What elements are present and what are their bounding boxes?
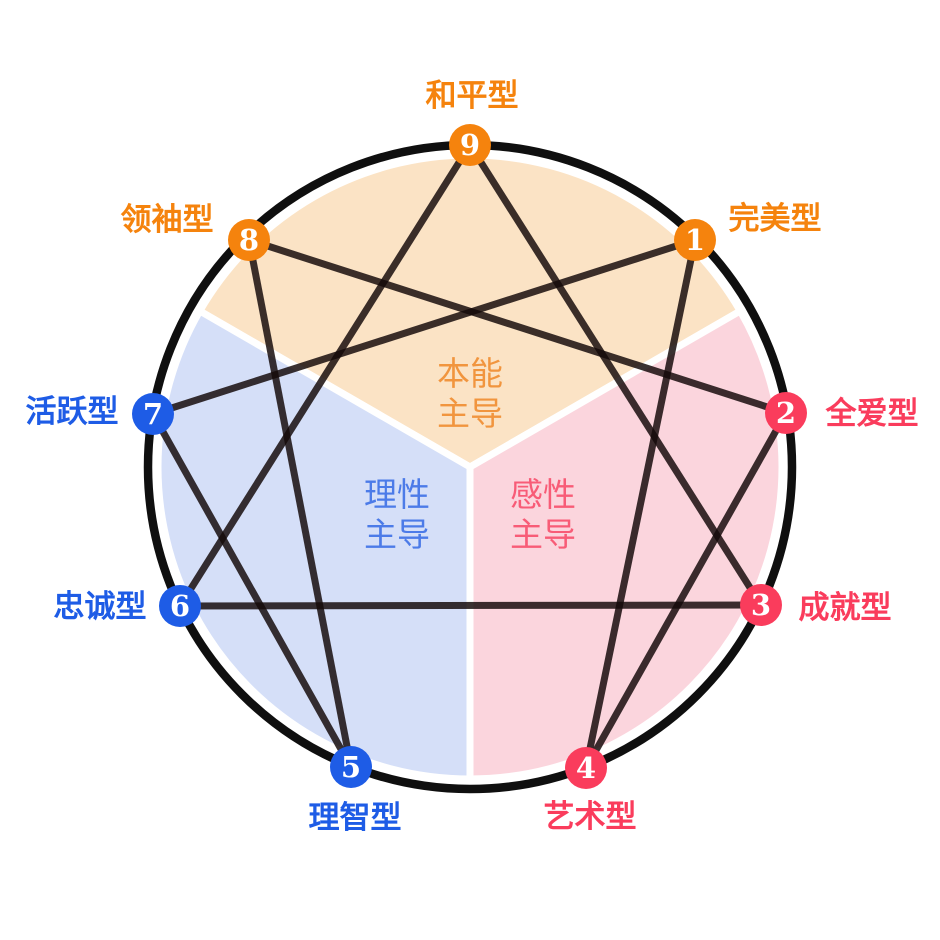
node-2: 2	[765, 392, 807, 434]
node-5-circle	[330, 746, 372, 788]
sector-instinct-label-line2: 主导	[437, 395, 503, 432]
node-2-circle	[765, 392, 807, 434]
sector-rational-label-line2: 主导	[364, 516, 430, 553]
node-4-circle	[565, 747, 607, 789]
enneagram-lines	[149, 143, 790, 770]
node-9-circle	[449, 124, 491, 166]
label-type-2: 全爱型	[825, 396, 919, 431]
node-9-number: 9	[460, 128, 480, 162]
node-6: 6	[159, 585, 201, 627]
node-6-circle	[159, 585, 201, 627]
line-4-2	[582, 411, 790, 770]
node-1-number: 1	[685, 223, 705, 257]
node-8-circle	[228, 219, 270, 261]
node-4: 4	[565, 747, 607, 789]
label-type-3: 成就型	[799, 590, 892, 625]
line-9-3	[467, 143, 764, 607]
node-7: 7	[132, 393, 174, 435]
label-type-7: 活跃型	[26, 394, 119, 429]
label-type-9: 和平型	[426, 78, 519, 113]
node-1-circle	[674, 219, 716, 261]
label-type-5: 理智型	[309, 800, 402, 835]
sector-emotion-wedge	[466, 307, 786, 783]
line-7-1	[151, 236, 697, 418]
node-8-number: 8	[239, 223, 259, 257]
line-5-7	[149, 412, 355, 769]
node-5-number: 5	[341, 750, 361, 784]
sector-emotion-label-line1: 感性	[510, 476, 576, 513]
node-7-number: 7	[143, 397, 163, 431]
sector-wedges	[154, 151, 786, 783]
node-2-number: 2	[776, 396, 796, 430]
label-type-4: 艺术型	[544, 799, 637, 834]
node-3-number: 3	[751, 588, 771, 622]
sector-rational-wedge	[154, 307, 474, 783]
label-type-1: 完美型	[729, 201, 822, 236]
label-type-8: 领袖型	[121, 202, 214, 237]
node-4-number: 4	[576, 751, 596, 785]
node-3-circle	[740, 584, 782, 626]
nodes: 9 1 2 3 4 5 6	[132, 124, 807, 789]
line-8-5	[245, 239, 355, 768]
sector-instinct-label-line1: 本能	[437, 355, 503, 392]
node-5: 5	[330, 746, 372, 788]
node-8: 8	[228, 219, 270, 261]
line-3-6	[179, 601, 762, 610]
sector-labels: 本能 主导 理性 主导 感性 主导	[364, 355, 576, 553]
node-3: 3	[740, 584, 782, 626]
line-1-4	[582, 239, 699, 769]
line-9-6	[177, 143, 473, 608]
type-labels: 和平型 完美型 全爱型 成就型 艺术型 理智型 忠诚型 活跃型 领袖型	[26, 78, 919, 835]
label-type-6: 忠诚型	[54, 589, 147, 624]
node-1: 1	[674, 219, 716, 261]
line-2-8	[247, 236, 788, 417]
node-9: 9	[449, 124, 491, 166]
sector-rational-label-line1: 理性	[364, 476, 430, 513]
node-6-number: 6	[170, 589, 190, 623]
sector-emotion-label-line2: 主导	[510, 516, 576, 553]
node-7-circle	[132, 393, 174, 435]
